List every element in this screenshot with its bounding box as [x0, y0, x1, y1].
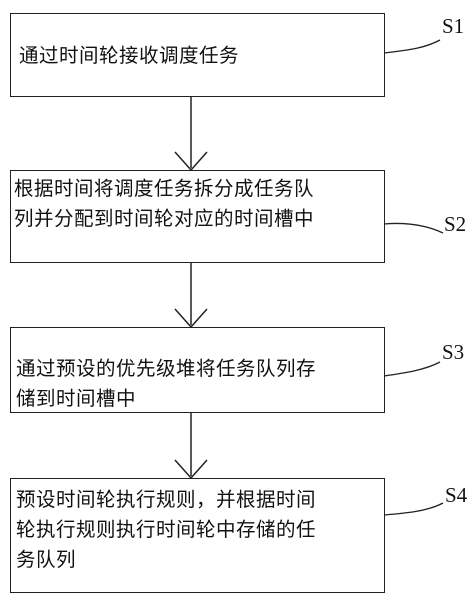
- leader-line-s1: [383, 39, 441, 54]
- step-box-s3: 通过预设的优先级堆将任务队列存 储到时间槽中: [10, 327, 385, 413]
- arrow-s1-s2: [174, 97, 208, 172]
- leader-line-s2: [383, 222, 444, 234]
- step-label-s2: S2: [444, 212, 467, 236]
- step-label-s3: S3: [442, 340, 465, 364]
- arrow-s3-s4: [174, 413, 208, 480]
- step-text-s2: 根据时间将调度任务拆分成任务队 列并分配到时间轮对应的时间槽中: [14, 177, 315, 230]
- step-label-s4: S4: [445, 483, 468, 507]
- step-text-s1: 通过时间轮接收调度任务: [19, 44, 240, 67]
- arrow-s2-s3: [174, 263, 208, 329]
- step-text-s4: 预设时间轮执行规则，并根据时间 轮执行规则执行时间轮中存储的任 务队列: [16, 488, 317, 571]
- leader-line-s4: [383, 502, 444, 516]
- step-box-s1: 通过时间轮接收调度任务: [10, 13, 385, 97]
- leader-line-s3: [383, 361, 441, 377]
- step-box-s4: 预设时间轮执行规则，并根据时间 轮执行规则执行时间轮中存储的任 务队列: [10, 478, 385, 593]
- step-text-s3: 通过预设的优先级堆将任务队列存 储到时间槽中: [16, 357, 317, 410]
- step-box-s2: 根据时间将调度任务拆分成任务队 列并分配到时间轮对应的时间槽中: [10, 170, 385, 263]
- step-label-s1: S1: [442, 14, 465, 38]
